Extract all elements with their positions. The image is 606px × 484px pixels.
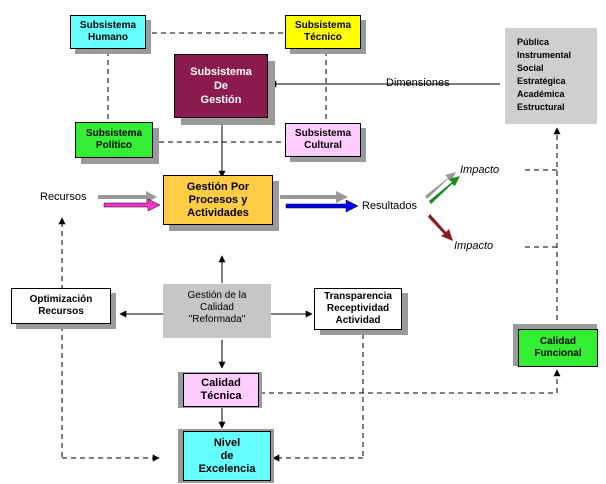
flow-arrows [98,172,460,241]
gestion-calidad-box [163,284,271,338]
subsistema-humano-box: Subsistema Humano [70,15,146,49]
impacto-down-red-arrow [428,214,453,241]
optimizacion-recursos-box: Optimización Recursos [11,288,111,324]
dimensiones-label: Dimensiones [386,77,450,89]
dimensiones-list: Pública Instrumental Social Estratégica … [517,37,572,112]
dimensiones-panel [505,28,597,124]
gestion-procesos-box: Gestión Por Procesos y Actividades [163,175,273,225]
subsistema-gestion-box: Subsistema De Gestión [174,54,268,118]
resultados-blue-arrow [285,199,359,213]
subsistema-tecnico-box: Subsistema Técnico [285,15,361,49]
recursos-label: Recursos [40,191,87,203]
procesos-gray-arrow [280,191,348,203]
transparencia-box: Transparencia Receptividad Actividad [314,288,402,330]
calidad-funcional-box: Calidad Funcional [518,329,598,367]
impacto-up-gray-arrow [425,172,456,199]
calidad-tecnica-box: Calidad Técnica [183,373,259,407]
impacto-down-label: Impacto [454,240,494,252]
subsistema-cultural-box: Subsistema Cultural [285,123,361,157]
resultados-label: Resultados [362,200,418,212]
recursos-pink-arrow [103,198,161,212]
impacto-up-label: Impacto [460,164,500,176]
subsistema-politico-box: Subsistema Político [75,122,153,158]
dashed-links [58,32,561,462]
gestion-calidad-text: Gestión de la Calidad "Reformada" [187,290,247,325]
solid-links [119,80,500,429]
impacto-up-green-arrow [429,176,460,204]
nivel-excelencia-box: Nivel de Excelencia [183,431,271,481]
recursos-gray-arrow [98,191,157,203]
